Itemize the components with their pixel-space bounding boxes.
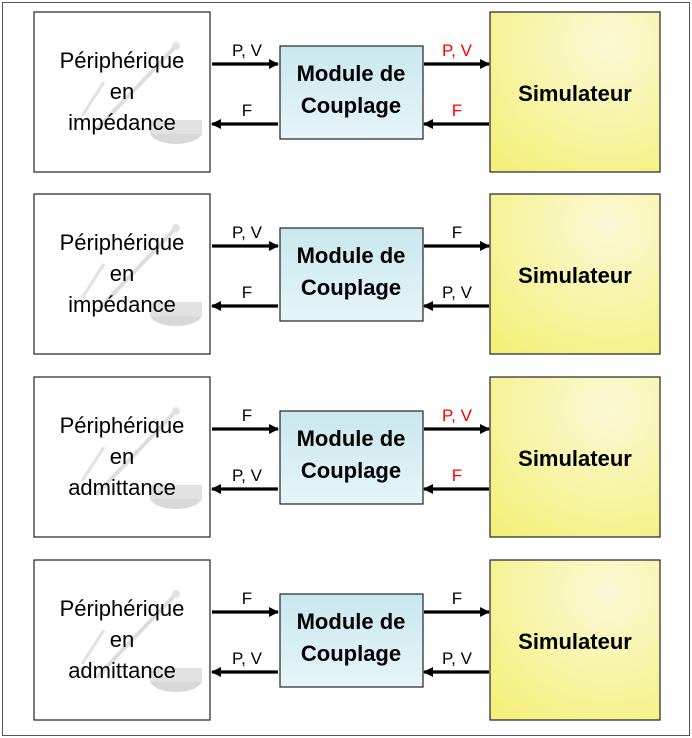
arrow-label-right-bottom: P, V — [442, 649, 473, 668]
arrow-label-left-bottom: P, V — [232, 466, 263, 485]
simulator-label: Simulateur — [518, 629, 632, 654]
simulator-box — [489, 376, 661, 538]
peripheral-label: en — [110, 79, 134, 104]
peripheral-label: Périphérique — [60, 48, 185, 73]
device-stylus-shape — [80, 263, 106, 299]
module-label: Couplage — [301, 275, 401, 300]
simulator-box — [489, 193, 661, 355]
module-label: Module de — [297, 609, 406, 634]
module-box — [279, 410, 424, 505]
arrow-label-right-bottom: F — [452, 101, 462, 120]
device-base-shape — [150, 120, 202, 144]
peripheral-box — [33, 376, 211, 538]
peripheral-box — [33, 11, 211, 173]
haptic-device-icon — [80, 590, 202, 692]
coupling-row: Périphérique en impédance Module de Couplage… — [33, 11, 661, 173]
arrow-label-left-top: P, V — [232, 223, 263, 242]
simulator-box — [489, 559, 661, 721]
haptic-device-icon — [80, 224, 202, 326]
simulator-label: Simulateur — [518, 446, 632, 471]
device-arm-shape — [94, 409, 178, 497]
coupling-row: Périphérique en admittance Module de Couplag… — [33, 559, 661, 721]
peripheral-label: impédance — [68, 110, 176, 135]
device-joint-shape — [172, 224, 180, 232]
module-label: Couplage — [301, 641, 401, 666]
device-stylus-shape — [80, 446, 106, 482]
arrow-label-left-top: F — [242, 406, 252, 425]
arrow-label-right-top: F — [452, 589, 462, 608]
device-stylus-shape — [80, 81, 106, 117]
arrow-label-left-bottom: F — [242, 101, 252, 120]
module-label: Module de — [297, 426, 406, 451]
haptic-device-icon — [80, 407, 202, 509]
arrow-label-right-bottom: F — [452, 466, 462, 485]
simulator-label: Simulateur — [518, 263, 632, 288]
arrow-label-right-bottom: P, V — [442, 283, 473, 302]
peripheral-label: en — [110, 444, 134, 469]
module-label: Module de — [297, 61, 406, 86]
device-body-shape — [150, 485, 202, 499]
device-body-shape — [150, 302, 202, 316]
peripheral-label: en — [110, 627, 134, 652]
arrow-label-left-top: P, V — [232, 41, 263, 60]
haptic-device-icon — [80, 42, 202, 144]
arrow-label-right-top: P, V — [442, 41, 473, 60]
peripheral-box — [33, 193, 211, 355]
simulator-label: Simulateur — [518, 81, 632, 106]
device-arm-shape — [94, 226, 178, 314]
device-body-shape — [150, 668, 202, 682]
device-joint-shape — [172, 407, 180, 415]
peripheral-label: impédance — [68, 292, 176, 317]
peripheral-label: Périphérique — [60, 413, 185, 438]
peripheral-label: admittance — [68, 658, 176, 683]
module-box — [279, 227, 424, 322]
arrow-label-left-bottom: F — [242, 283, 252, 302]
simulator-box — [489, 11, 661, 173]
device-base-shape — [150, 668, 202, 692]
device-stylus-shape — [80, 629, 106, 665]
peripheral-label: admittance — [68, 475, 176, 500]
arrow-label-left-bottom: P, V — [232, 649, 263, 668]
coupling-row: Périphérique en impédance Module de Couplage… — [33, 193, 661, 355]
module-label: Couplage — [301, 458, 401, 483]
coupling-row: Périphérique en admittance Module de Couplag… — [33, 376, 661, 538]
device-base-shape — [150, 485, 202, 509]
device-base-shape — [150, 302, 202, 326]
peripheral-box — [33, 559, 211, 721]
device-joint-shape — [172, 42, 180, 50]
module-box — [279, 593, 424, 688]
arrow-label-left-top: F — [242, 589, 252, 608]
peripheral-label: en — [110, 261, 134, 286]
device-body-shape — [150, 120, 202, 134]
peripheral-label: Périphérique — [60, 230, 185, 255]
device-joint-shape — [172, 590, 180, 598]
device-arm-shape — [94, 592, 178, 680]
arrow-label-right-top: F — [452, 223, 462, 242]
module-label: Module de — [297, 243, 406, 268]
module-box — [279, 45, 424, 140]
peripheral-label: Périphérique — [60, 596, 185, 621]
device-arm-shape — [94, 44, 178, 132]
arrow-label-right-top: P, V — [442, 406, 473, 425]
module-label: Couplage — [301, 93, 401, 118]
